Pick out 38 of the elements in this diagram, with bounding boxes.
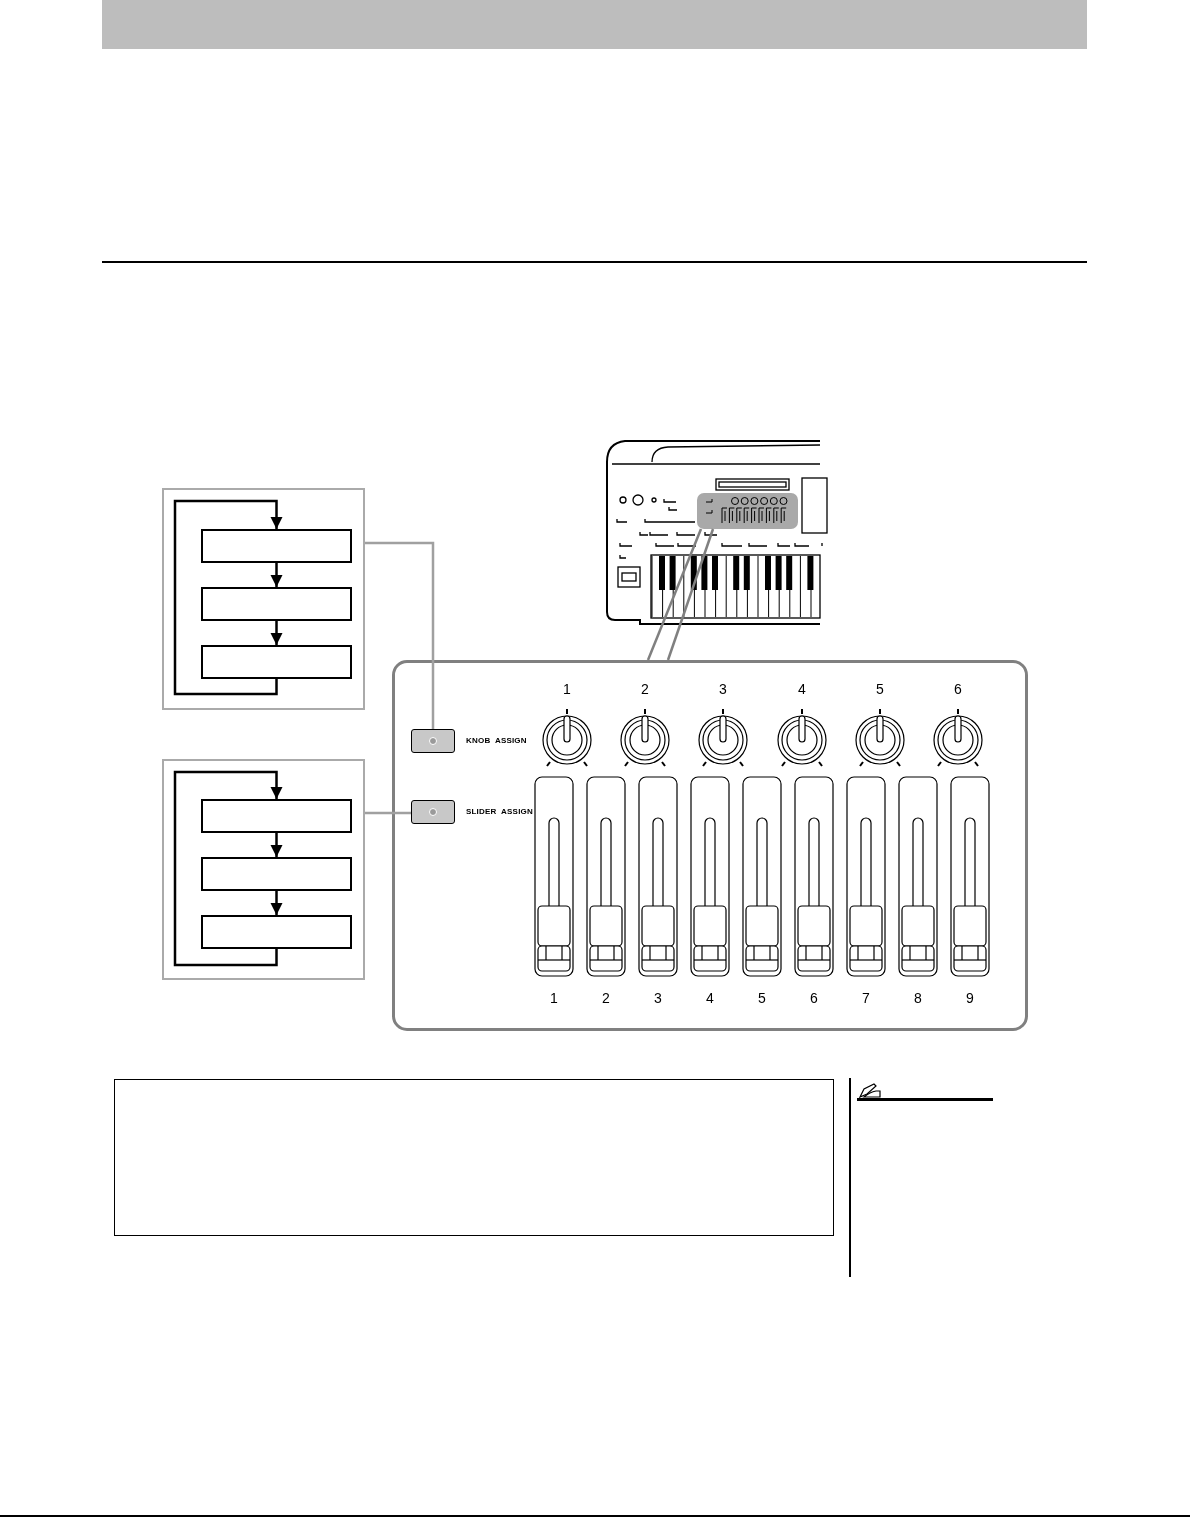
process-box	[201, 857, 352, 891]
flow-arrow	[173, 499, 283, 696]
flow-arrow	[270, 833, 283, 857]
slider-number: 7	[862, 991, 870, 1005]
flow-arrow	[270, 563, 283, 587]
button-label: KNOB ASSIGN	[466, 737, 527, 745]
flow-arrow	[270, 891, 283, 915]
flow-arrow	[270, 621, 283, 645]
process-box	[201, 587, 352, 621]
process-box	[201, 799, 352, 833]
zoom-callout-line	[666, 528, 715, 661]
button-label: SLIDER ASSIGN	[466, 808, 533, 816]
knob-number: 5	[876, 682, 884, 696]
slider-number: 9	[966, 991, 974, 1005]
slider-number: 1	[550, 991, 558, 1005]
slider-number: 8	[914, 991, 922, 1005]
slider-number: 2	[602, 991, 610, 1005]
process-box	[201, 529, 352, 563]
flow-arrow	[173, 770, 283, 967]
leader-line	[365, 811, 411, 815]
knob-number: 6	[954, 682, 962, 696]
flow-group-frame	[162, 488, 365, 710]
flow-group-frame	[162, 759, 365, 980]
leader-line	[365, 541, 435, 729]
slider-number: 4	[706, 991, 714, 1005]
slider-number: 5	[758, 991, 766, 1005]
knob-number: 3	[719, 682, 727, 696]
slider-number: 3	[654, 991, 662, 1005]
assign-button	[411, 800, 455, 824]
knob-number: 2	[641, 682, 649, 696]
knob-number: 1	[563, 682, 571, 696]
process-box	[201, 645, 352, 679]
knob-number: 4	[798, 682, 806, 696]
zoom-callout-line	[646, 528, 703, 661]
assign-button	[411, 729, 455, 753]
highlighted-control-area	[697, 493, 798, 529]
process-box	[201, 915, 352, 949]
slider-number: 6	[810, 991, 818, 1005]
